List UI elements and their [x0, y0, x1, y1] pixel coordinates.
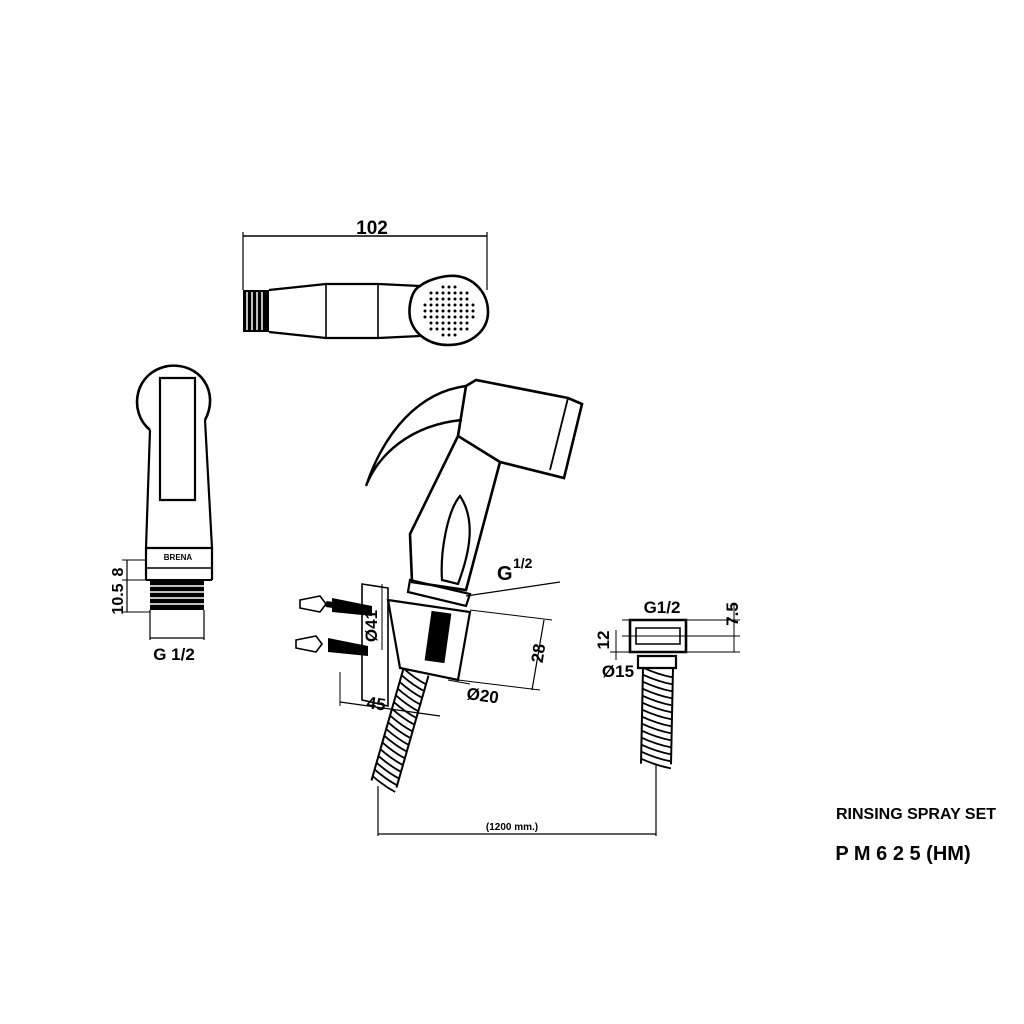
dia-41-label: Ø41	[362, 610, 381, 642]
dim-7-5-label: 7.5	[723, 602, 742, 626]
trigger-plate	[158, 376, 197, 502]
wall-screw-2	[295, 635, 368, 656]
top-view: 102	[242, 218, 490, 347]
handle-grip	[440, 494, 471, 586]
product-name: RINSING SPRAY SET	[836, 806, 996, 823]
trigger-lever	[364, 384, 467, 487]
dia-20-label: Ø20	[465, 684, 499, 707]
brand-mark: BRENA	[164, 553, 193, 562]
hose-length-dim: (1200 mm.)	[377, 764, 657, 836]
wall-plate	[361, 583, 389, 708]
dim-12-label: 12	[594, 631, 613, 650]
dim-28-label: 28	[528, 643, 549, 664]
handle-side	[144, 419, 214, 550]
dia-15-label: Ø15	[602, 662, 634, 681]
right-hose	[640, 666, 674, 770]
nozzle-holes	[423, 285, 475, 337]
main-thread-g: G	[497, 563, 513, 585]
hose-length-label: (1200 mm.)	[486, 822, 538, 833]
dim-102-label: 102	[356, 218, 388, 239]
side-thread	[150, 580, 204, 610]
dim-45-label: 45	[365, 693, 386, 714]
side-thread-label: G 1/2	[153, 645, 195, 664]
holder-thread	[424, 610, 452, 664]
connector-view: G1/2 7.5 12 Ø15	[594, 598, 742, 770]
main-thread-frac: 1/2	[513, 555, 533, 571]
handle-body	[268, 282, 421, 340]
gun-head	[456, 378, 584, 480]
main-hose	[370, 667, 430, 793]
collar	[406, 578, 472, 608]
dim-8-label: 8	[110, 567, 127, 576]
head-ring	[135, 364, 212, 432]
product-code: P M 6 2 5 (HM)	[835, 843, 970, 865]
spray-head	[408, 274, 490, 347]
gun-handle	[408, 435, 502, 592]
dim-10-5-label: 10.5	[110, 583, 127, 614]
connector-thread-label: G1/2	[644, 598, 681, 617]
connector-nut	[628, 618, 688, 654]
main-view: G 1/2 Ø41 28 Ø20 45	[295, 378, 584, 793]
side-view: BRENA 8 10.5 G 1/2	[110, 364, 214, 664]
